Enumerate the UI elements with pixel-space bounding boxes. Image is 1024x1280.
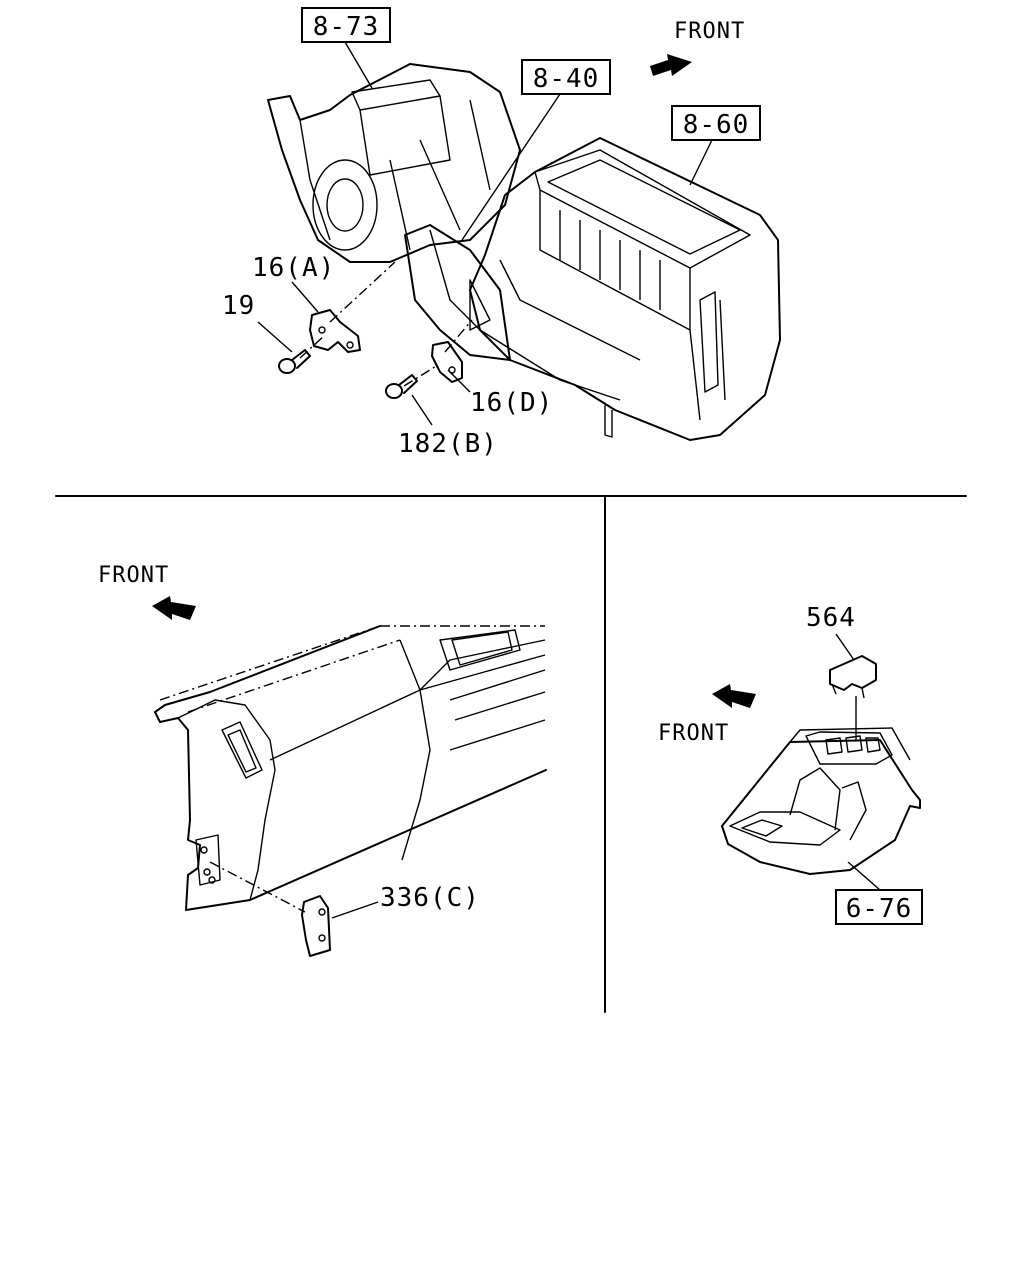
- screw-182b: [385, 374, 418, 399]
- part-label-16d: 16(D): [470, 388, 553, 418]
- front-arrow-icon-left: [152, 596, 196, 620]
- ref-box-8-60: [671, 105, 761, 141]
- screw-19: [278, 349, 311, 374]
- ref-box-8-73: [301, 7, 391, 43]
- part-label-182b: 182(B): [398, 429, 498, 459]
- front-label-left: FRONT: [98, 563, 169, 588]
- instrument-panel-drawing: [154, 625, 547, 911]
- front-arrow-icon-top: [650, 54, 692, 76]
- ref-label-8-60: 8-60: [683, 110, 750, 140]
- ref-box-6-76: [835, 889, 923, 925]
- hvac-unit-drawing: [267, 63, 781, 441]
- front-label-top: FRONT: [674, 19, 745, 44]
- part-label-564: 564: [806, 603, 856, 633]
- ref-label-8-73: 8-73: [313, 12, 380, 42]
- bracket-336c: [301, 895, 331, 957]
- part-label-19: 19: [222, 291, 255, 321]
- part-label-16a: 16(A): [252, 253, 335, 283]
- front-arrow-icon-right: [712, 684, 756, 708]
- front-label-right: FRONT: [658, 721, 729, 746]
- console-drawing: [721, 727, 921, 875]
- ref-label-8-40: 8-40: [533, 64, 600, 94]
- ref-label-6-76: 6-76: [846, 894, 913, 924]
- clip-564: [829, 655, 877, 699]
- bracket-16d: [431, 341, 463, 383]
- part-label-336c: 336(C): [380, 883, 480, 913]
- ref-box-8-40: [521, 59, 611, 95]
- bracket-16a: [309, 309, 361, 353]
